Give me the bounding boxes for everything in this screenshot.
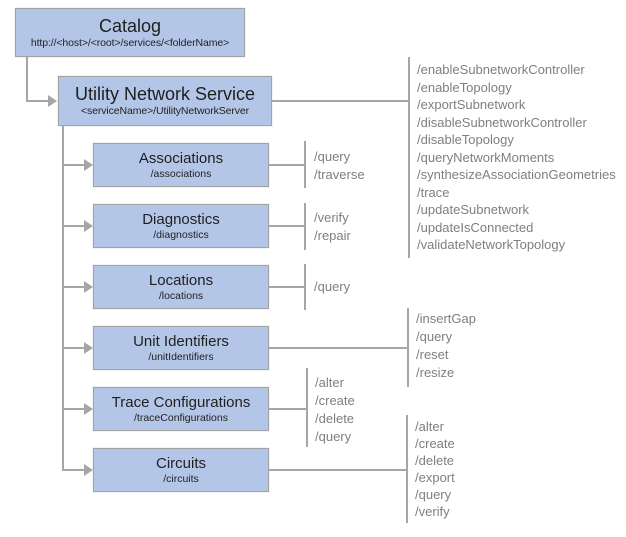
resource-node-diagnostics: Diagnostics /diagnostics <box>93 204 269 248</box>
arrowhead-icon <box>48 95 57 107</box>
resource-node-associations: Associations /associations <box>93 143 269 187</box>
operations-bracket-associations <box>304 141 306 188</box>
service-operations-list: /enableSubnetworkController /enableTopol… <box>417 62 616 252</box>
operations-bracket-locations <box>304 264 306 310</box>
arrowhead-icon <box>84 281 93 293</box>
resource-title: Locations <box>148 271 214 289</box>
circuits-operations-list: /alter /create /delete /export /query /v… <box>415 419 455 519</box>
connector-catalog-vertical <box>26 57 28 101</box>
arrowhead-icon <box>84 342 93 354</box>
connector-trace-configurations-operations <box>269 408 307 410</box>
connector-associations-operations <box>269 164 305 166</box>
resource-path: /unitIdentifiers <box>148 350 214 363</box>
resource-node-unit-identifiers: Unit Identifiers /unitIdentifiers <box>93 326 269 370</box>
connector-unit-identifiers-operations <box>269 347 408 349</box>
unit-identifiers-operations-list: /insertGap /query /reset /resize <box>416 311 476 380</box>
catalog-title: Catalog <box>98 15 162 36</box>
connector-locations-operations <box>269 286 305 288</box>
arrowhead-icon <box>84 464 93 476</box>
resource-title: Associations <box>138 149 224 167</box>
resource-title: Unit Identifiers <box>133 332 229 350</box>
resource-path: /diagnostics <box>153 228 209 241</box>
connector-trunk <box>62 126 64 471</box>
service-title: Utility Network Service <box>74 84 256 104</box>
resource-title: Diagnostics <box>142 210 220 228</box>
connector-service-operations <box>272 100 409 102</box>
associations-operations-list: /query /traverse <box>314 149 365 182</box>
operations-bracket-diagnostics <box>304 203 306 250</box>
resource-node-locations: Locations /locations <box>93 265 269 309</box>
diagnostics-operations-list: /verify /repair <box>314 210 351 243</box>
catalog-node: Catalog http://<host>/<root>/services/<f… <box>15 8 245 57</box>
resource-path: /locations <box>158 289 204 302</box>
connector-branch-associations <box>62 164 84 166</box>
locations-operations-list: /query <box>314 279 351 294</box>
arrowhead-icon <box>84 159 93 171</box>
resource-title: Circuits <box>155 454 206 472</box>
arrowhead-icon <box>84 220 93 232</box>
operations-bracket-service <box>408 57 410 258</box>
resource-path: /associations <box>150 167 212 180</box>
service-path: <serviceName>/UtilityNetworkServer <box>80 105 250 117</box>
connector-branch-unit-identifiers <box>62 347 84 349</box>
resource-path: /circuits <box>163 472 199 485</box>
arrowhead-icon <box>84 403 93 415</box>
connector-circuits-operations <box>269 469 407 471</box>
connector-branch-circuits <box>62 469 84 471</box>
trace-configurations-operations-list: /alter /create /delete /query <box>315 375 355 444</box>
connector-branch-trace-configurations <box>62 408 84 410</box>
resource-node-trace-configurations: Trace Configurations /traceConfiguration… <box>93 387 269 431</box>
utility-network-service-node: Utility Network Service <serviceName>/Ut… <box>58 76 272 126</box>
connector-branch-locations <box>62 286 84 288</box>
catalog-url: http://<host>/<root>/services/<folderNam… <box>30 36 230 49</box>
resource-title: Trace Configurations <box>111 393 251 411</box>
operations-bracket-circuits <box>406 415 408 523</box>
connector-catalog-horizontal <box>26 100 49 102</box>
resource-node-circuits: Circuits /circuits <box>93 448 269 492</box>
connector-branch-diagnostics <box>62 225 84 227</box>
connector-diagnostics-operations <box>269 225 305 227</box>
operations-bracket-trace-configurations <box>306 368 308 447</box>
resource-path: /traceConfigurations <box>134 411 228 424</box>
operations-bracket-unit-identifiers <box>407 308 409 387</box>
